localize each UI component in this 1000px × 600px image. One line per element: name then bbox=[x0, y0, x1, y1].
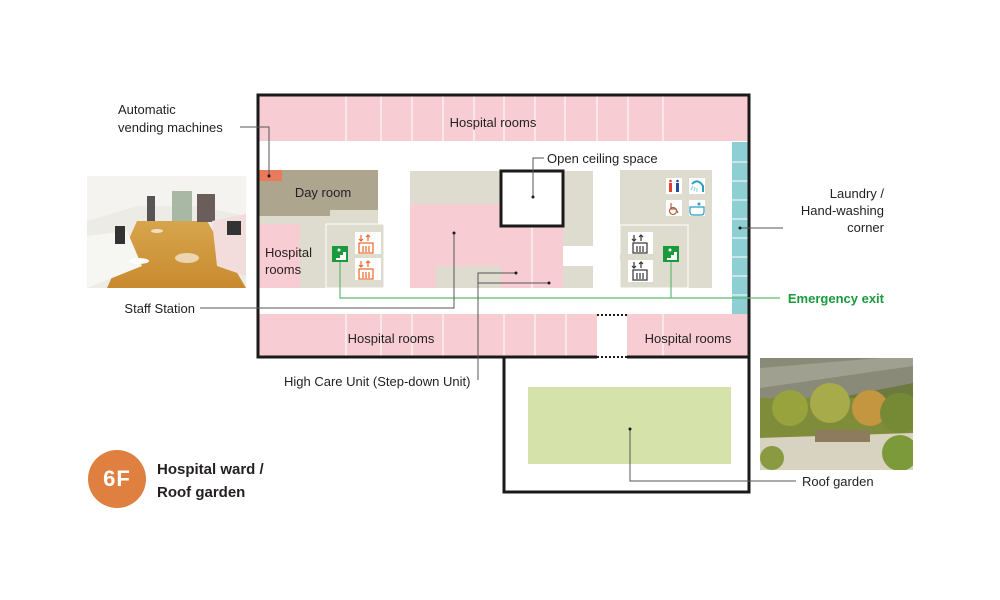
hospital-rooms-bottom bbox=[258, 314, 749, 358]
bathtub-icon bbox=[689, 200, 705, 216]
leader-lines bbox=[200, 126, 796, 482]
callout-laundry-line2: Hand-washing bbox=[800, 203, 884, 218]
elevator-icon bbox=[631, 234, 648, 254]
emergency-exit-icon bbox=[663, 246, 679, 262]
elevator-icon bbox=[631, 261, 648, 281]
hospital-rooms-left bbox=[258, 224, 300, 288]
elevator-icon bbox=[358, 234, 374, 254]
walls bbox=[256, 93, 751, 494]
roof-garden-photo bbox=[760, 358, 913, 470]
callout-laundry-line3: corner bbox=[847, 220, 884, 235]
staff-station-photo bbox=[87, 176, 246, 288]
callout-staff-station: Staff Station bbox=[124, 301, 195, 316]
restroom-icon bbox=[666, 178, 682, 194]
label-hospital-rooms-left-1: Hospital bbox=[265, 245, 312, 260]
callout-emergency-exit: Emergency exit bbox=[787, 291, 884, 306]
label-hospital-rooms-bottom-right: Hospital rooms bbox=[645, 331, 732, 346]
callout-vending-line2: vending machines bbox=[118, 120, 223, 135]
wheelchair-icon bbox=[666, 200, 682, 216]
label-hospital-rooms-left-2: rooms bbox=[265, 262, 302, 277]
callout-laundry-line1: Laundry / bbox=[829, 186, 884, 201]
open-ceiling-space bbox=[499, 169, 565, 228]
shower-icon bbox=[689, 178, 705, 194]
floor-title-line2: Roof garden bbox=[157, 484, 246, 501]
leader-dots bbox=[267, 174, 742, 431]
label-hospital-rooms-bottom-left: Hospital rooms bbox=[348, 331, 435, 346]
floor-title-line1: Hospital ward / bbox=[157, 461, 264, 478]
elevator-icon bbox=[358, 260, 374, 280]
callout-high-care-unit: High Care Unit (Step-down Unit) bbox=[284, 374, 471, 389]
day-room bbox=[258, 170, 378, 216]
callout-open-ceiling: Open ceiling space bbox=[547, 151, 658, 166]
label-day-room: Day room bbox=[295, 185, 351, 200]
floor-badge: 6F bbox=[88, 450, 146, 508]
emergency-exit-route bbox=[339, 262, 780, 299]
callout-roof-garden: Roof garden bbox=[802, 474, 874, 489]
center-block bbox=[410, 169, 593, 288]
hospital-rooms-top bbox=[258, 96, 749, 141]
floor-title: Hospital ward / Roof garden bbox=[157, 458, 264, 504]
callout-vending-line1: Automatic bbox=[118, 102, 176, 117]
emergency-exit-icon bbox=[332, 246, 348, 262]
label-hospital-rooms-top: Hospital rooms bbox=[450, 115, 537, 130]
